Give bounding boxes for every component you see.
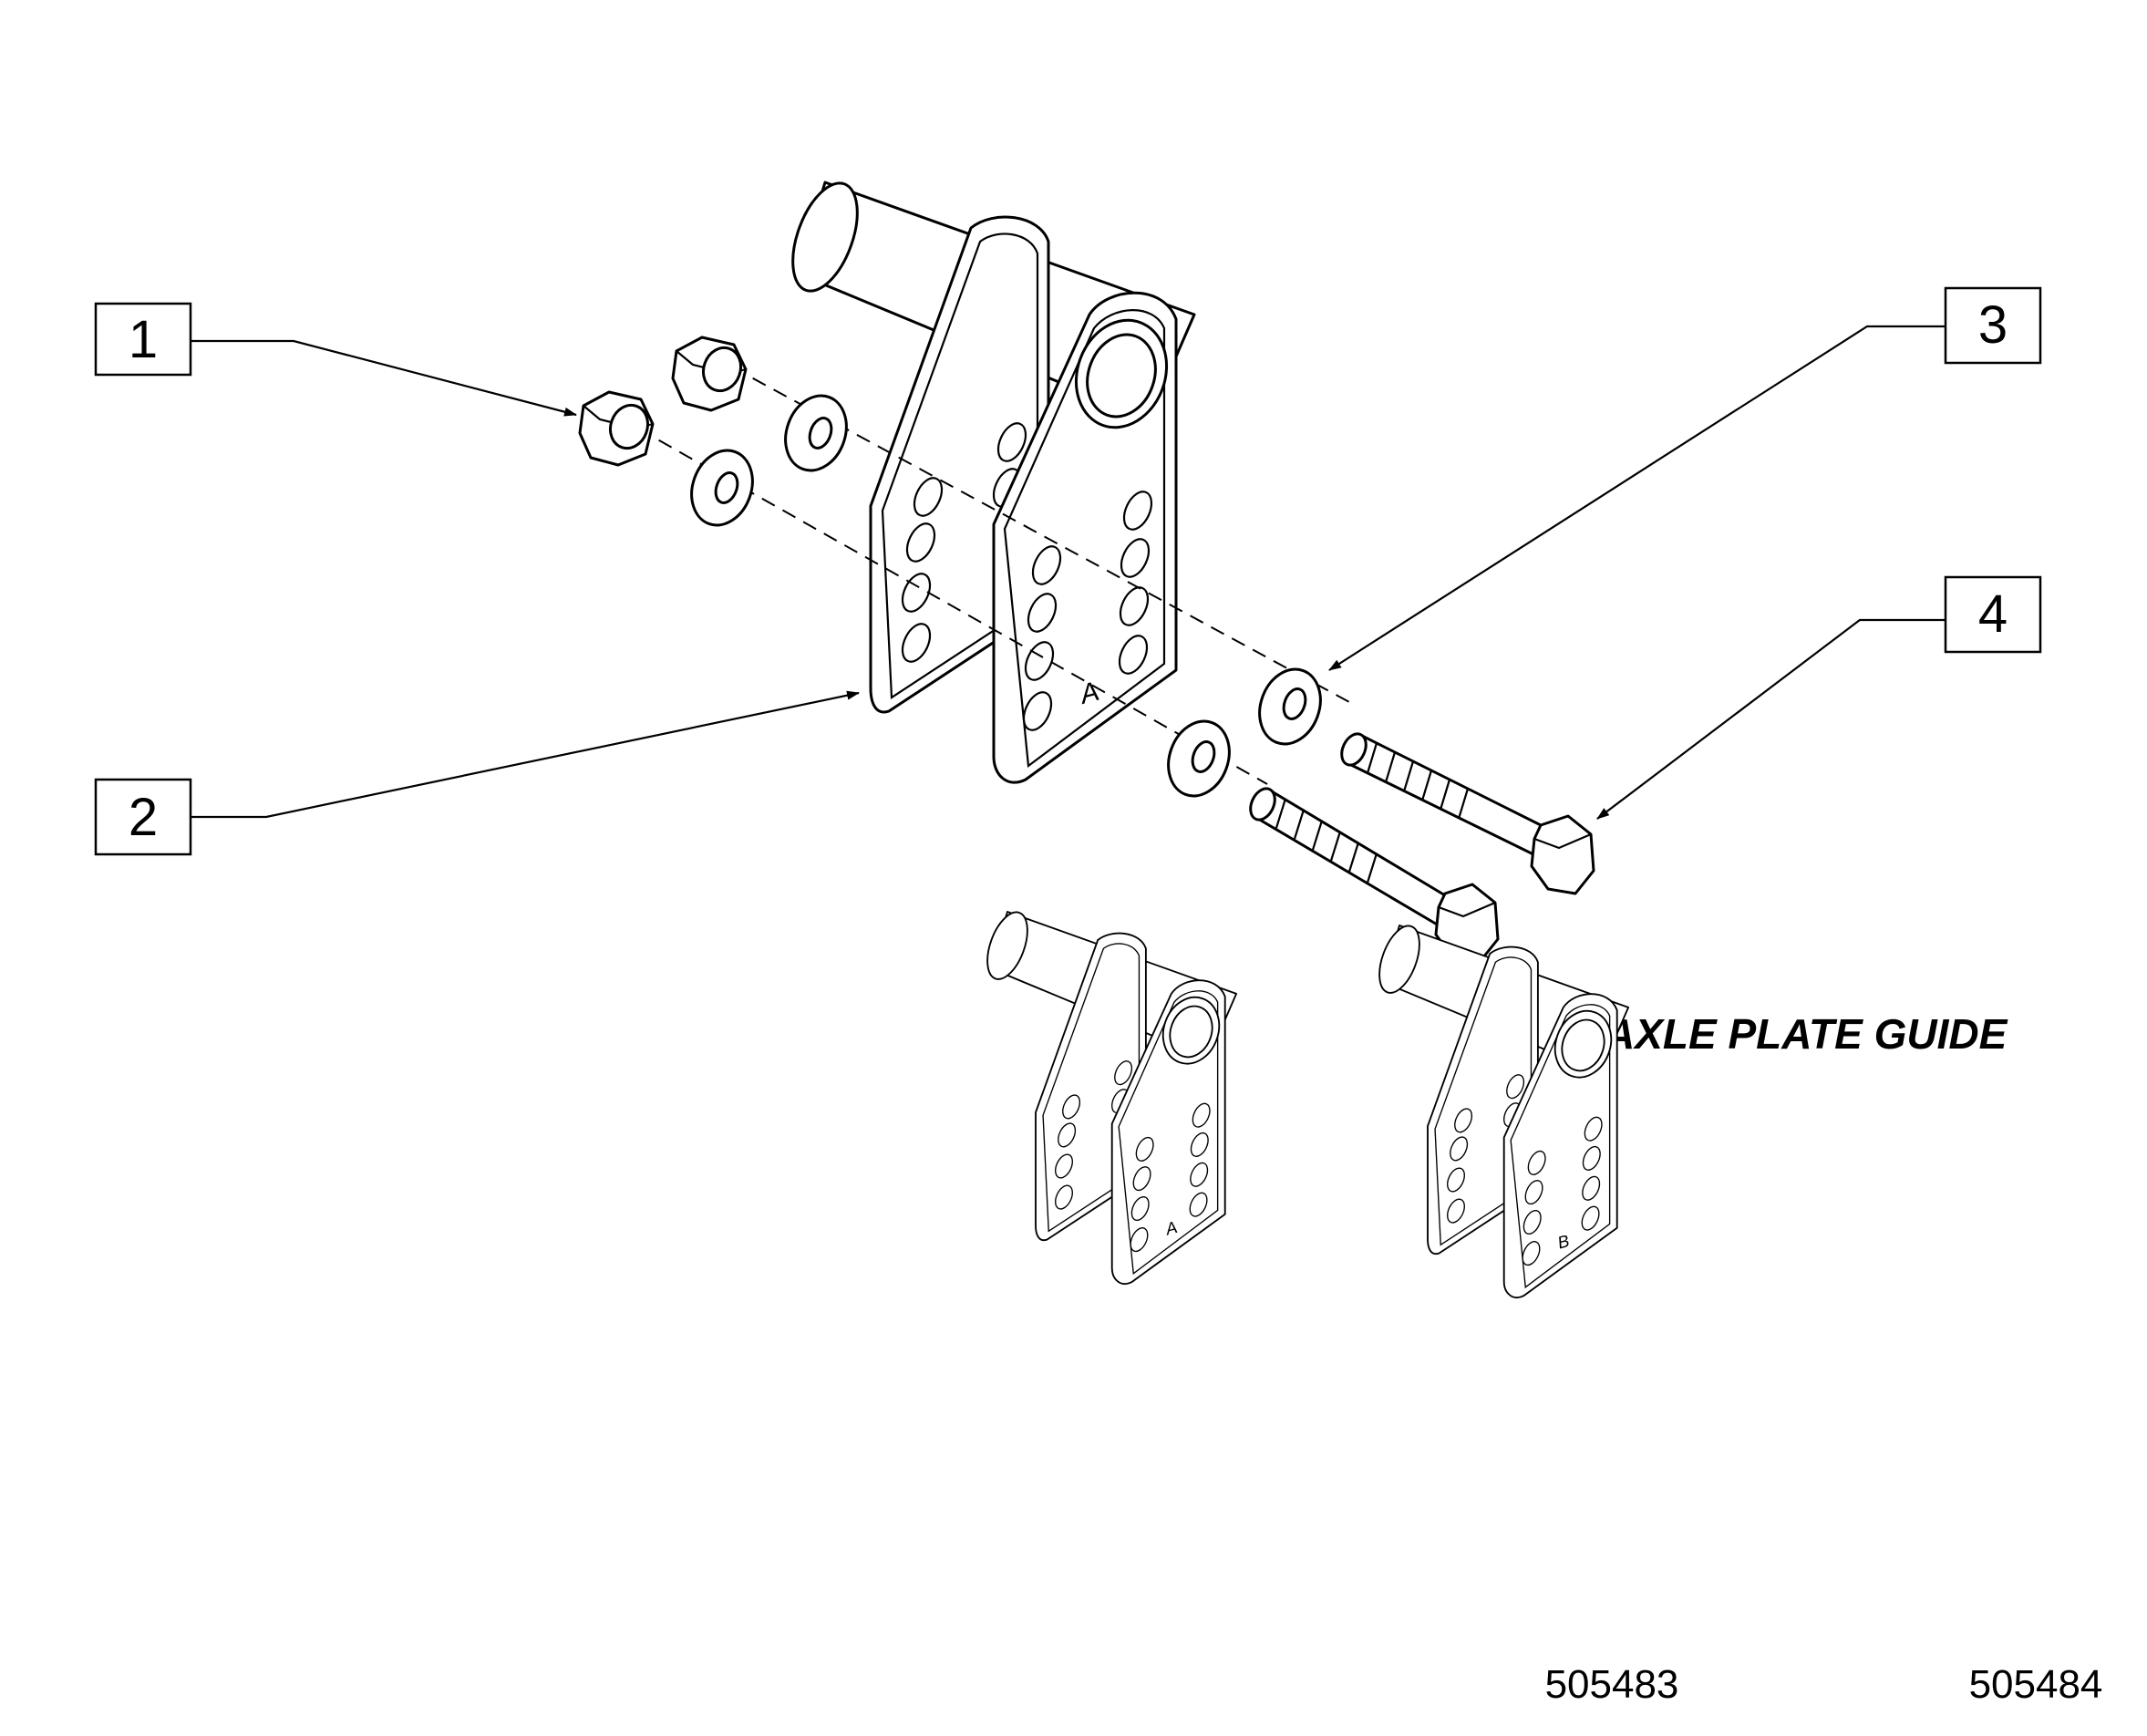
part-number-505484: 505484 [1969, 1662, 2103, 1707]
guide-title: AXLE PLATE GUIDE [1604, 1010, 2008, 1058]
callout-3-label: 3 [1978, 295, 2008, 355]
guide-plate-letter-b: B [1555, 1231, 1571, 1252]
callout-1: 1 [94, 302, 577, 417]
callout-2-label: 2 [129, 788, 158, 847]
washer-right-lower [1167, 719, 1231, 798]
callout-1-label: 1 [129, 310, 158, 369]
washer-left-upper [784, 394, 848, 472]
lock-nut-upper [671, 336, 748, 412]
callout-2: 2 [94, 690, 860, 856]
washer-left-lower [690, 449, 754, 527]
bolt-upper [1340, 732, 1595, 895]
axle-plate-assembly: A [779, 172, 1196, 784]
lock-nut-lower [578, 390, 655, 467]
guide-plate-505483: A [978, 905, 1238, 1286]
washer-right-upper [1258, 667, 1322, 746]
guide-plate-letter-a: A [1162, 1217, 1179, 1239]
bolt-lower [1249, 787, 1500, 964]
guide-plate-505484: B [1370, 919, 1630, 1299]
callout-4-label: 4 [1978, 584, 2008, 644]
part-number-505483: 505483 [1545, 1662, 1679, 1707]
callout-4: 4 [1596, 575, 2042, 820]
callout-3: 3 [1328, 286, 2042, 671]
